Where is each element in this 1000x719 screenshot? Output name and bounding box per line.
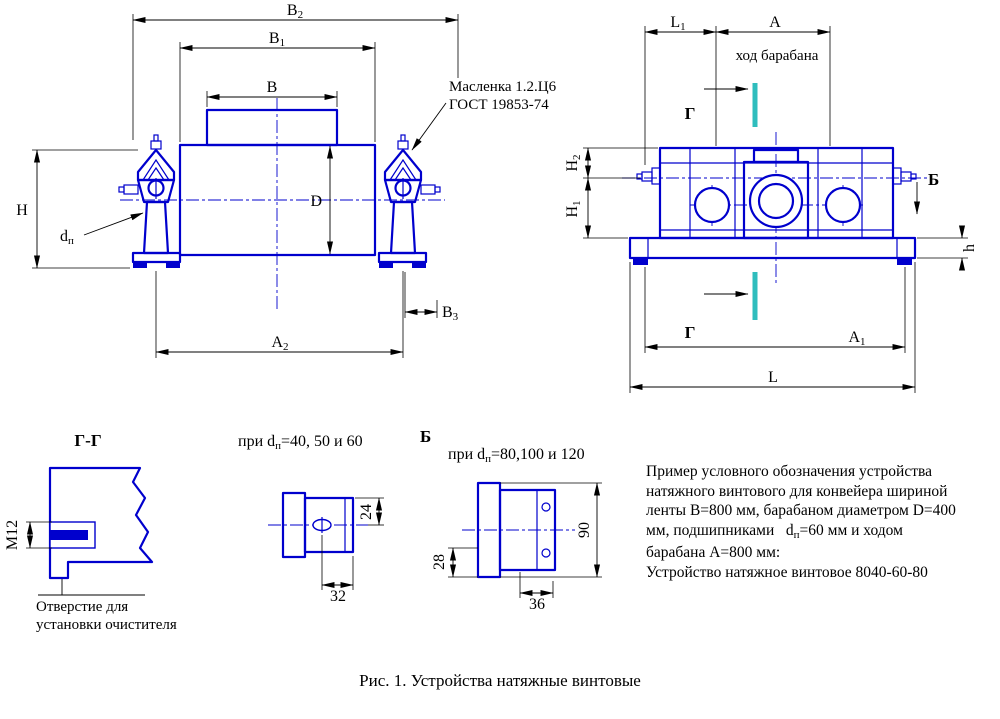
- bearing-support-left: [118, 134, 182, 268]
- dim-H1: H1: [564, 177, 628, 239]
- support-base: [131, 251, 182, 264]
- detail-large-view-label: Б: [420, 427, 431, 446]
- dim-32: 32: [321, 535, 354, 605]
- leader-line: [83, 212, 144, 236]
- dim-dp-label: dп: [60, 228, 74, 247]
- dim-H2: H2: [564, 147, 658, 179]
- tension-screw-right: [900, 171, 912, 182]
- dim-90-label: 90: [576, 522, 593, 538]
- dim-32-label: 32: [330, 588, 346, 605]
- dim-24-label: 24: [358, 504, 375, 520]
- detail-small-shaft: при dп=40, 50 и 60 24 32: [238, 433, 384, 605]
- dim-A1: A1: [644, 267, 906, 353]
- dim-B2: B2: [132, 2, 459, 140]
- view-b-label: Б: [928, 170, 939, 189]
- designation-example-text: Пример условного обозначения устройства …: [646, 462, 998, 582]
- dim-A: A ход барабана: [715, 14, 831, 146]
- dim-28-label: 28: [431, 554, 448, 570]
- front-view: Масленка 1.2.Ц6 ГОСТ 19853-74 B2 B1 B D: [16, 2, 557, 358]
- shaft-body: [498, 488, 557, 572]
- mount-hole-lower: [541, 548, 551, 558]
- dim-36-label: 36: [529, 596, 545, 613]
- view-b-arrow: Б: [913, 170, 939, 215]
- dim-H1-label: H1: [564, 200, 583, 217]
- section-gg-title: Г-Г: [74, 431, 101, 450]
- belt-section: [205, 108, 339, 147]
- drum-shaft-outer-circle: [748, 173, 804, 229]
- dim-B2-label: B2: [287, 2, 303, 21]
- dim-h-label: h: [961, 244, 978, 252]
- section-g-label-bottom: Г: [685, 323, 696, 342]
- example-line: барабана A=800 мм:: [646, 543, 781, 561]
- base-plate: [628, 236, 917, 260]
- example-line: Устройство натяжное винтовое 8040-60-80: [646, 563, 928, 581]
- shaft-body: [303, 496, 355, 554]
- bearing-housing: [136, 178, 176, 204]
- section-g-label-top: Г: [685, 104, 696, 123]
- mount-hole-upper: [541, 502, 551, 512]
- dim-B1-label: B1: [269, 30, 285, 49]
- threaded-insert: [50, 530, 88, 540]
- dim-L1-label: L1: [670, 14, 685, 33]
- figure-caption: Рис. 1. Устройства натяжные винтовые: [359, 671, 641, 690]
- cleaner-note-line2: установки очистителя: [36, 617, 177, 633]
- dim-L-label: L: [768, 369, 778, 386]
- example-line: Пример условного обозначения устройства: [646, 463, 932, 480]
- dim-L: L: [629, 262, 916, 393]
- section-arrow-top: Г: [685, 85, 749, 123]
- screw-end-circle-left: [693, 186, 731, 224]
- tension-screw-left: [641, 171, 653, 182]
- dim-M12: M12: [4, 520, 52, 550]
- dim-D-label: D: [310, 193, 322, 210]
- thread-m12-label: M12: [4, 520, 21, 550]
- dim-B: B: [206, 79, 338, 107]
- bearing-cap: [136, 148, 176, 182]
- dim-A2: A2: [155, 271, 404, 358]
- grease-label-line2: ГОСТ 19853-74: [449, 97, 549, 113]
- grease-fitting-callout: Масленка 1.2.Ц6 ГОСТ 19853-74: [411, 79, 557, 151]
- example-line: мм, подшипниками dп=60 мм и ходом: [646, 522, 903, 542]
- dim-90: 90: [500, 482, 602, 578]
- leader-line: [411, 102, 447, 151]
- dim-B-label: B: [267, 79, 278, 96]
- cleaner-note: Отверстие для установки очистителя: [36, 579, 177, 633]
- section-hatched-body: [48, 466, 154, 580]
- support-pedestal: [142, 200, 170, 255]
- dim-B3-label: B3: [442, 304, 459, 323]
- dim-L1: L1: [644, 14, 717, 165]
- side-bolt: [123, 184, 139, 195]
- detail-small-title: при dп=40, 50 и 60: [238, 433, 363, 452]
- dim-B1: B1: [179, 30, 376, 142]
- dim-h: h: [917, 225, 978, 271]
- cleaner-note-line1: Отверстие для: [36, 599, 128, 615]
- dim-36: 36: [519, 572, 554, 613]
- dim-H2-label: H2: [564, 154, 583, 171]
- dim-A1-label: A1: [848, 329, 865, 348]
- detail-large-title: при dп=80,100 и 120: [448, 446, 585, 465]
- bearing-support-right: [377, 133, 442, 270]
- dim-H-label: H: [16, 202, 28, 219]
- example-line: натяжного винтового для конвейера ширино…: [646, 482, 948, 500]
- dim-A2-label: A2: [271, 334, 288, 353]
- dim-D: D: [310, 145, 334, 255]
- section-arrow-bottom: Г: [685, 290, 749, 342]
- drum-travel-note: ход барабана: [736, 48, 819, 64]
- detail-large-shaft: Б при dп=80,100 и 120 90 28 36: [420, 427, 602, 613]
- dim-24: 24: [355, 497, 384, 526]
- side-view: Г Г Б L1 A ход барабана H2: [564, 14, 978, 393]
- drum-shaft-inner-circle: [757, 182, 795, 220]
- grease-fitting: [150, 140, 162, 150]
- dim-28: 28: [431, 547, 478, 578]
- dim-B3: B3: [404, 272, 459, 323]
- dim-H: H: [16, 149, 138, 269]
- screw-end-circle-right: [824, 186, 862, 224]
- dim-dp: dп: [60, 212, 144, 247]
- example-line: ленты B=800 мм, барабаном диаметром D=40…: [646, 502, 956, 520]
- grease-label-line1: Масленка 1.2.Ц6: [449, 79, 557, 95]
- section-gg: Г-Г M12 Отверстие для установки очистите…: [4, 431, 177, 633]
- dim-A-label: A: [769, 14, 781, 31]
